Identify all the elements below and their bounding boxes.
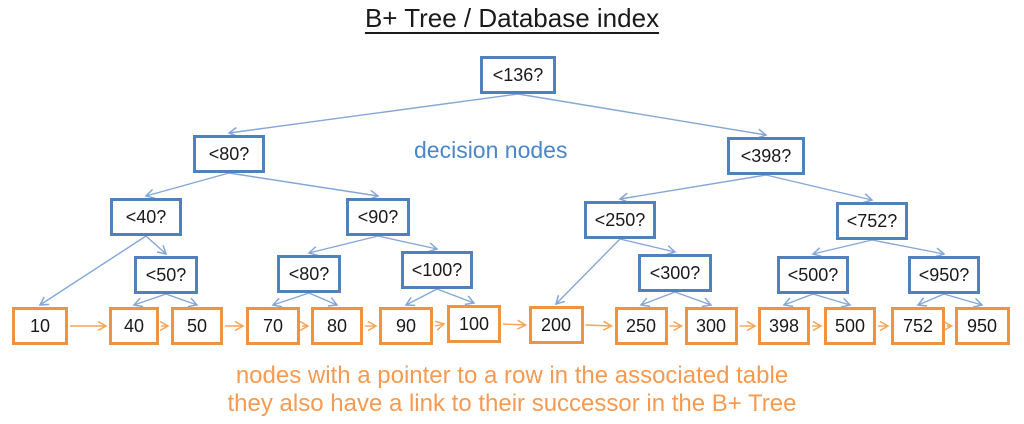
tree-edge-250-300 (619, 238, 677, 256)
leaf-node-70: 70 (246, 307, 300, 345)
successor-edge-100-200 (502, 319, 528, 330)
tree-edge-40-50 (145, 235, 168, 256)
leaf-node-250: 250 (614, 307, 668, 345)
tree-edge-50-50 (165, 293, 199, 308)
tree-edge-500-500 (812, 293, 852, 308)
leaf-node-950: 950 (954, 307, 1010, 345)
tree-edge-80b-80 (308, 292, 339, 307)
tree-edge-40-10 (38, 235, 147, 306)
decision-node-752: <752? (836, 202, 908, 240)
tree-edge-950-752 (916, 293, 945, 307)
tree-edge-500-398 (782, 293, 814, 308)
tree-edge-950-950 (943, 293, 984, 308)
tree-edge-300-300 (674, 291, 713, 308)
decision-node-80b: <80? (277, 255, 341, 293)
leaf-node-80: 80 (311, 307, 363, 345)
leaf-node-752: 752 (891, 307, 945, 345)
decision-node-136: <136? (480, 56, 556, 94)
leaf-nodes-caption: nodes with a pointer to a row in the ass… (0, 362, 1024, 418)
diagram-title: B+ Tree / Database index (364, 3, 660, 33)
tree-edge-752-950 (871, 239, 946, 258)
decision-node-40: <40? (110, 198, 182, 236)
decision-node-500: <500? (777, 256, 849, 294)
tree-edge-250-200 (554, 238, 621, 306)
leaf-caption-line2: they also have a link to their successor… (227, 390, 797, 417)
decision-node-100: <100? (401, 251, 473, 289)
tree-edge-80-40 (144, 172, 230, 199)
tree-edge-136-80 (227, 93, 519, 138)
decision-node-50: <50? (134, 256, 198, 294)
tree-edge-80b-70 (271, 292, 310, 308)
successor-edge-90-100 (434, 320, 446, 331)
decision-node-90: <90? (346, 198, 410, 236)
leaf-node-100: 100 (447, 305, 501, 343)
decision-node-80: <80? (193, 135, 265, 173)
decision-node-950: <950? (908, 256, 980, 294)
tree-edge-100-100 (436, 288, 476, 306)
leaf-node-500: 500 (824, 307, 876, 345)
tree-edge-300-250 (639, 291, 676, 308)
decision-node-250: <250? (584, 201, 656, 239)
leaf-node-200: 200 (528, 306, 584, 344)
decision-node-398: <398? (727, 137, 805, 175)
tree-edge-398-250 (618, 174, 767, 203)
tree-edge-100-90 (404, 288, 438, 307)
tree-edge-752-500 (811, 239, 873, 258)
tree-edge-90-100 (377, 235, 439, 253)
successor-edge-200-250 (585, 320, 614, 331)
tree-edge-398-752 (765, 174, 874, 204)
leaf-node-398: 398 (758, 307, 810, 345)
leaf-node-10: 10 (12, 307, 68, 345)
tree-edge-136-398 (517, 93, 768, 139)
tree-edge-50-40 (132, 293, 167, 308)
decision-node-300: <300? (638, 254, 712, 292)
leaf-node-300: 300 (684, 307, 738, 345)
decision-nodes-caption: decision nodes (414, 137, 568, 163)
tree-edge-80-90 (228, 172, 380, 200)
leaf-node-90: 90 (379, 307, 433, 345)
leaf-node-50: 50 (171, 307, 223, 345)
leaf-caption-line1: nodes with a pointer to a row in the ass… (235, 362, 789, 389)
leaf-node-40: 40 (109, 307, 159, 345)
tree-edge-90-80b (307, 235, 379, 257)
